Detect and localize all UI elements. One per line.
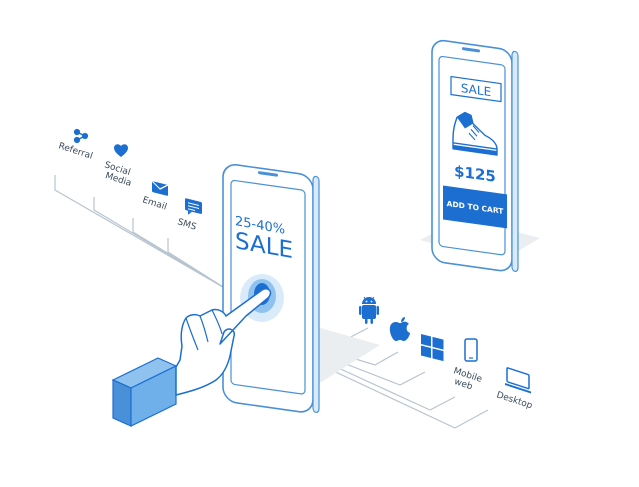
add-to-cart-button[interactable]: ADD TO CART [443,185,507,229]
platform-line-desktop [309,359,489,429]
add-to-cart-button-bg[interactable] [443,185,507,229]
platform-list: Mobileweb Desktop [359,296,534,411]
channel-label-email: Email [141,195,168,212]
hand-shape [175,287,272,396]
channel-item-social: SocialMedia [100,144,136,189]
channel-connector-lines [54,175,229,291]
channel-line-email [132,218,229,291]
channel-label-social-line1: SocialMedia [100,160,136,189]
sleeve-cuff-side [130,365,177,427]
mobile-phone-icon [464,338,478,362]
sleeve-cuff-front [112,379,132,427]
main-phone-side [312,175,320,414]
heart-icon [114,144,128,157]
envelope-icon [151,180,169,196]
channel-line-referral [54,175,229,291]
windows-icon [421,334,444,362]
product-phone-side [511,50,519,273]
platform-item-android [359,296,379,324]
platform-line-mobile-web [309,354,456,411]
laptop-icon [505,367,531,394]
share-icon [73,128,89,144]
channel-item-sms: SMS [176,198,202,233]
product-ad: SALE $125 ADD TO CART [443,75,507,229]
platform-label-desktop: Desktop [495,390,534,411]
product-sale-banner [450,75,502,103]
channel-label-sms: SMS [176,217,198,233]
android-icon [359,296,379,324]
main-phone-speaker [258,171,278,177]
apple-icon [389,317,410,341]
platform-item-apple [389,317,410,341]
channel-item-referral: Referral [57,128,94,162]
sneaker-icon [452,111,498,156]
product-phone-speaker [462,47,480,53]
chat-bubble-icon [185,198,202,215]
channel-label-referral: Referral [57,141,94,161]
platform-item-desktop: Desktop [495,367,534,411]
channel-list: Referral SocialMedia Email SMS [57,128,202,233]
hand-finger-lines [185,309,223,351]
product-sale-text: SALE [461,81,491,99]
product-phone: SALE $125 ADD TO CART [420,39,540,273]
channel-line-sms [167,238,229,291]
platform-item-windows [421,334,444,362]
platform-label-mobile-web: Mobileweb [449,366,484,394]
platform-item-mobile-web: Mobileweb [449,338,484,394]
pointing-hand [111,287,272,427]
channel-item-email: Email [141,180,169,213]
product-price: $125 [454,162,496,186]
